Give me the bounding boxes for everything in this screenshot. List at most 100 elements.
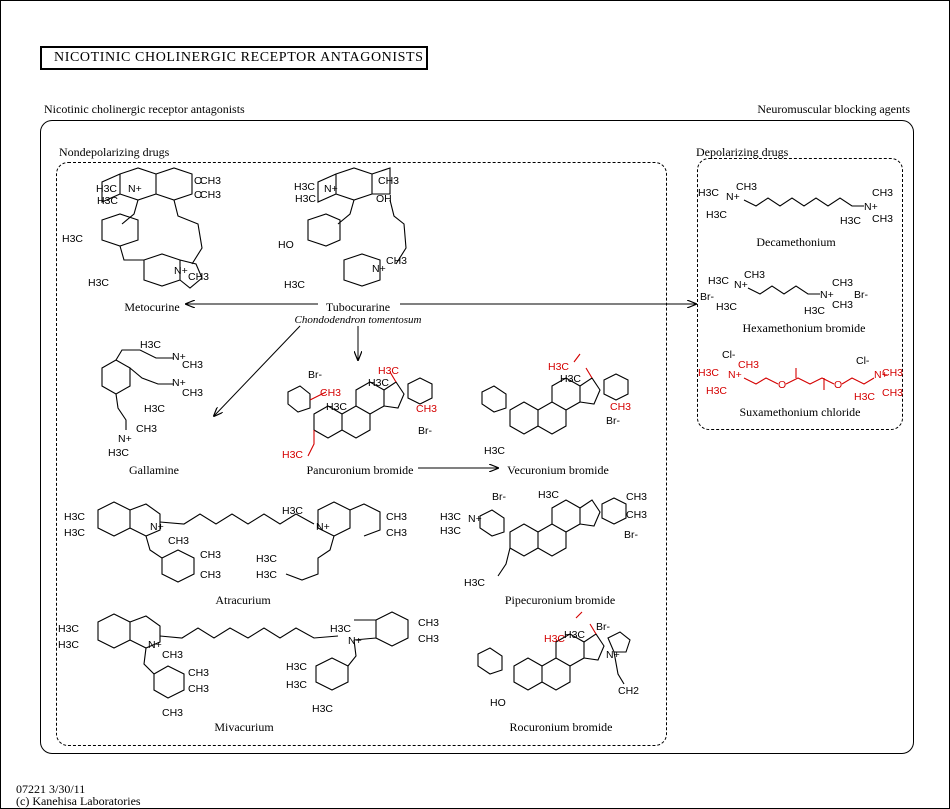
svg-text:H3C: H3C xyxy=(368,377,389,389)
svg-text:OH: OH xyxy=(376,193,392,205)
svg-text:Br-: Br- xyxy=(624,529,639,541)
svg-text:N+: N+ xyxy=(150,521,164,533)
svg-text:H3C: H3C xyxy=(282,505,303,517)
svg-text:CH3: CH3 xyxy=(610,401,631,413)
svg-text:CH3: CH3 xyxy=(386,255,407,267)
svg-text:CH3: CH3 xyxy=(136,423,157,435)
svg-text:CH3: CH3 xyxy=(162,707,183,719)
svg-text:H3C: H3C xyxy=(330,623,351,635)
compound-label-metocurine: Metocurine xyxy=(124,300,180,314)
svg-text:CH2: CH2 xyxy=(618,685,639,697)
svg-text:CH3: CH3 xyxy=(200,189,221,201)
compound-label-pancuronium: Pancuronium bromide xyxy=(306,463,414,477)
svg-text:N+: N+ xyxy=(726,191,740,203)
decamethonium-structure: H3C N+ CH3 H3C N+ CH3 CH3 H3C xyxy=(698,181,893,227)
svg-text:H3C: H3C xyxy=(295,193,316,205)
svg-text:H3C: H3C xyxy=(312,703,333,715)
compound-label-rocuronium: Rocuronium bromide xyxy=(509,720,613,734)
page-title: NICOTINIC CHOLINERGIC RECEPTOR ANTAGONIS… xyxy=(40,46,428,70)
svg-text:O: O xyxy=(194,175,202,187)
svg-text:CH3: CH3 xyxy=(744,269,765,281)
svg-text:CH3: CH3 xyxy=(418,633,439,645)
svg-text:N+: N+ xyxy=(348,635,362,647)
svg-text:H3C: H3C xyxy=(706,209,727,221)
svg-text:N+: N+ xyxy=(874,369,888,381)
svg-text:H3C: H3C xyxy=(88,277,109,289)
svg-text:H3C: H3C xyxy=(564,629,585,641)
svg-text:CH3: CH3 xyxy=(738,359,759,371)
svg-text:Br-: Br- xyxy=(606,415,621,427)
svg-text:H3C: H3C xyxy=(58,623,79,635)
svg-text:N+: N+ xyxy=(372,263,386,275)
svg-text:H3C: H3C xyxy=(286,661,307,673)
svg-text:H3C: H3C xyxy=(64,527,85,539)
svg-text:N+: N+ xyxy=(324,183,338,195)
svg-text:O: O xyxy=(834,379,842,391)
group-label-nicotinic: Nicotinic cholinergic receptor antagonis… xyxy=(44,102,245,116)
footer-copyright: (c) Kanehisa Laboratories xyxy=(16,794,141,808)
svg-text:H3C: H3C xyxy=(108,447,129,459)
svg-text:CH3: CH3 xyxy=(626,491,647,503)
svg-text:H3C: H3C xyxy=(62,233,83,245)
compound-label-tubocurarine: Tubocurarine xyxy=(325,300,391,314)
compound-label-mivacurium: Mivacurium xyxy=(214,720,274,734)
svg-text:H3C: H3C xyxy=(286,679,307,691)
svg-text:N+: N+ xyxy=(128,183,142,195)
svg-text:H3C: H3C xyxy=(440,511,461,523)
svg-text:N+: N+ xyxy=(172,351,186,363)
compound-source-tubocurarine: Chondodendron tomentosum xyxy=(294,314,422,326)
svg-text:CH3: CH3 xyxy=(882,367,903,379)
svg-text:H3C: H3C xyxy=(294,181,315,193)
rocuronium-structure: H3C Br- N+ H3C HO CH2 xyxy=(477,611,639,709)
svg-text:H3C: H3C xyxy=(64,511,85,523)
svg-text:CH3: CH3 xyxy=(200,175,221,187)
svg-text:H3C: H3C xyxy=(840,215,861,227)
svg-text:H3C: H3C xyxy=(284,279,305,291)
svg-text:CH3: CH3 xyxy=(418,617,439,629)
svg-text:CH3: CH3 xyxy=(200,569,221,581)
svg-text:N+: N+ xyxy=(864,201,878,213)
svg-text:N+: N+ xyxy=(820,289,834,301)
svg-text:N+: N+ xyxy=(728,369,742,381)
suxamethonium-structure: Cl- Cl- H3C N+ CH3 H3C O O N+ CH3 CH3 H3… xyxy=(698,349,903,403)
tubocurarine-structure: H3C H3C N+ CH3 OH HO H3C N+ CH3 xyxy=(278,167,407,291)
atracurium-structure: H3C H3C N+ CH3 CH3 CH3 CH3 CH3 H3C H3C N… xyxy=(64,501,407,583)
svg-text:H3C: H3C xyxy=(716,301,737,313)
svg-text:Br-: Br- xyxy=(308,369,323,381)
svg-text:CH3: CH3 xyxy=(188,271,209,283)
svg-text:Br-: Br- xyxy=(854,289,869,301)
svg-text:CH3: CH3 xyxy=(162,649,183,661)
vecuronium-structure: H3C CH3 H3C Br- H3C xyxy=(481,353,631,457)
group-label-neuromuscular: Neuromuscular blocking agents xyxy=(757,102,910,116)
svg-text:H3C: H3C xyxy=(378,365,399,377)
svg-text:CH3: CH3 xyxy=(320,387,341,399)
pancuronium-structure: CH3 H3C CH3 H3C Br- Br- H3C H3C xyxy=(282,365,437,461)
svg-text:H3C: H3C xyxy=(464,577,485,589)
svg-text:CH3: CH3 xyxy=(200,549,221,561)
svg-text:CH3: CH3 xyxy=(832,299,853,311)
svg-text:H3C: H3C xyxy=(544,633,565,645)
svg-text:Cl-: Cl- xyxy=(856,355,870,367)
svg-text:N+: N+ xyxy=(734,279,748,291)
svg-text:H3C: H3C xyxy=(548,361,569,373)
svg-text:CH3: CH3 xyxy=(168,535,189,547)
svg-text:H3C: H3C xyxy=(97,195,118,207)
hexamethonium-structure: H3C Br- N+ CH3 H3C N+ CH3 CH3 H3C Br- xyxy=(700,269,869,317)
svg-text:N+: N+ xyxy=(174,265,188,277)
svg-text:CH3: CH3 xyxy=(182,359,203,371)
compound-label-atracurium: Atracurium xyxy=(215,593,271,607)
svg-text:CH3: CH3 xyxy=(872,187,893,199)
svg-text:HO: HO xyxy=(490,697,506,709)
pipecuronium-structure: H3C H3C N+ Br- H3C CH3 CH3 Br- H3C xyxy=(440,489,647,589)
svg-text:N+: N+ xyxy=(148,639,162,651)
svg-text:H3C: H3C xyxy=(804,305,825,317)
compound-label-hexamethonium: Hexamethonium bromide xyxy=(742,321,866,335)
svg-text:N+: N+ xyxy=(172,377,186,389)
svg-text:CH3: CH3 xyxy=(182,387,203,399)
svg-text:CH3: CH3 xyxy=(378,175,399,187)
svg-text:HO: HO xyxy=(278,239,294,251)
svg-text:H3C: H3C xyxy=(854,391,875,403)
svg-text:H3C: H3C xyxy=(698,367,719,379)
svg-text:N+: N+ xyxy=(606,649,620,661)
